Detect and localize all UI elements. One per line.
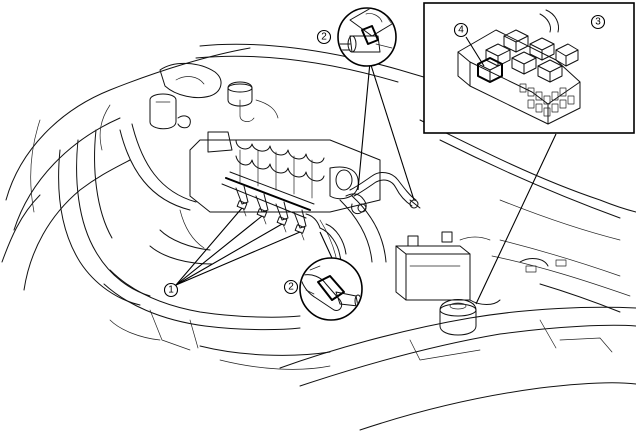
callout-hose-bottom: 2 [283, 279, 299, 295]
callout-injector: 1 [163, 282, 179, 298]
fuse-cluster [519, 83, 575, 117]
svg-text:1: 1 [168, 285, 174, 296]
callout-fuel-pump-relay: 4 [453, 22, 469, 38]
right-components [439, 239, 631, 336]
svg-text:2: 2 [321, 32, 327, 43]
fuel-hose-detail-bottom [299, 257, 363, 321]
top-detail-leaders [357, 61, 415, 201]
injector-leaders [175, 207, 301, 286]
svg-text:2: 2 [288, 282, 294, 293]
bottom-detail-leader [319, 231, 333, 259]
callout-hose-top: 2 [316, 29, 332, 45]
callout-relay-block: 3 [590, 14, 606, 30]
svg-text:3: 3 [595, 17, 601, 28]
fuel-hose-detail-top [337, 7, 397, 67]
relay-block-leader [475, 133, 557, 305]
fuel-hose-lines [319, 172, 421, 277]
battery [395, 231, 491, 301]
fuel-injector-group [235, 185, 307, 241]
fuel-rail-assembly [221, 171, 321, 241]
svg-text:4: 4 [458, 25, 464, 36]
